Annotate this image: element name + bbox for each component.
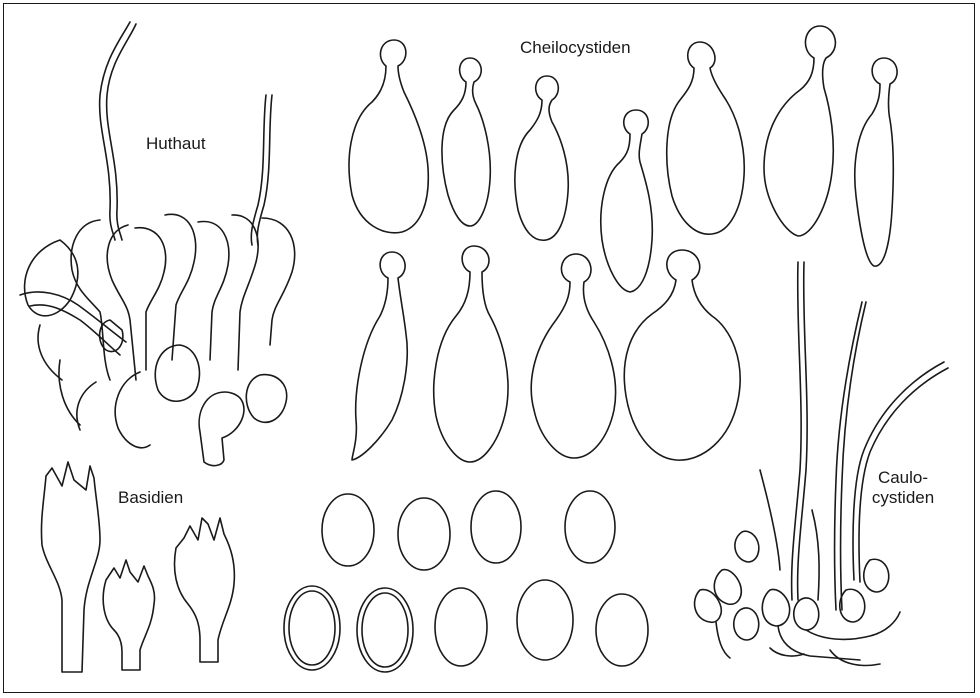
basidium-1 [41, 462, 100, 672]
huthaut-cell-13 [155, 345, 199, 401]
basidium-2 [103, 560, 154, 670]
cheilocystidium-5 [667, 42, 745, 234]
spore-4 [565, 491, 615, 563]
spore-3 [471, 491, 521, 563]
cheilocystiden-label: Cheilocystiden [520, 38, 631, 58]
huthaut-cell-2 [71, 220, 110, 380]
caulocystidium-base-8 [734, 608, 759, 640]
caulocystidium-base-1 [695, 590, 722, 623]
basidium-3 [175, 518, 235, 662]
cheilocystidia-drawing [349, 26, 897, 462]
cheilocystidium-4 [601, 110, 653, 292]
huthaut-cell-1 [25, 240, 78, 316]
caulocystidium-base-4 [762, 589, 789, 626]
spore-6 [357, 588, 413, 672]
caulocystidia-drawing [695, 262, 948, 665]
spores-drawing [284, 491, 648, 672]
huthaut-cell-16 [115, 372, 150, 448]
spore-8 [517, 580, 573, 660]
huthaut-drawing [20, 22, 295, 466]
cheilocystidium-8 [352, 252, 407, 460]
caulocystidium-base-7 [864, 559, 889, 592]
huthaut-cell-6 [198, 222, 229, 360]
caulocystiden-label-line2: cystiden [866, 488, 940, 508]
cheilocystidium-7 [855, 58, 897, 266]
huthaut-cell-7 [232, 215, 258, 370]
cheilocystidium-3 [515, 76, 568, 240]
huthaut-cell-8 [262, 218, 295, 345]
caulocystiden-label-line1: Caulo- [866, 468, 940, 488]
huthaut-cell-9 [20, 292, 126, 342]
caulocystidium-base-6 [840, 589, 865, 622]
spore-7 [435, 588, 487, 666]
huthaut-cell-5 [165, 214, 196, 360]
caulocystidium-base-3 [735, 531, 759, 562]
spore-5 [284, 586, 340, 670]
huthaut-cell-4 [135, 228, 166, 370]
cheilocystidium-9 [434, 246, 508, 462]
huthaut-cell-3 [107, 225, 136, 380]
huthaut-label: Huthaut [146, 134, 206, 154]
spore-9 [596, 594, 648, 666]
caulocystidium-base-2 [714, 570, 741, 605]
caulocystiden-label: Caulo- cystiden [866, 468, 940, 508]
cheilocystidium-10 [531, 254, 615, 458]
cheilocystidium-1 [349, 40, 428, 233]
spore-2 [398, 498, 450, 570]
huthaut-hypha-left [100, 22, 130, 240]
cheilocystidium-2 [442, 58, 490, 226]
basidien-label: Basidien [118, 488, 183, 508]
spore-1 [322, 494, 374, 566]
cheilocystidium-6 [764, 26, 835, 236]
huthaut-cell-14 [246, 375, 286, 423]
huthaut-cell-15 [199, 392, 244, 466]
caulocystidium-base-5 [794, 598, 819, 630]
